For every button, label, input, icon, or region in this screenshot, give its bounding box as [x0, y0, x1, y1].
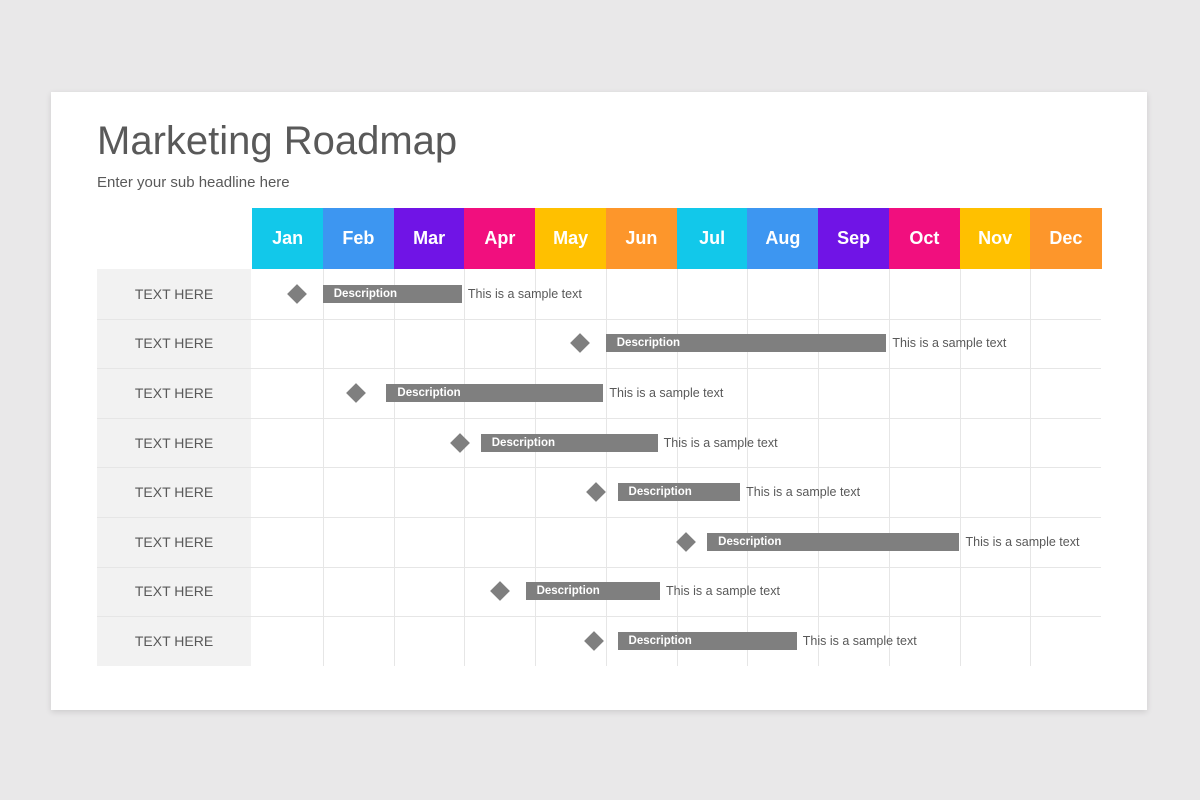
month-header-jul: Jul [676, 208, 748, 269]
grid-line [97, 417, 1101, 419]
page-subtitle: Enter your sub headline here [97, 174, 290, 191]
slide: Marketing Roadmap Enter your sub headlin… [51, 92, 1147, 710]
task-note: This is a sample text [609, 386, 724, 400]
task-note: This is a sample text [746, 485, 861, 500]
task-bar: Description [617, 632, 797, 650]
month-header-aug: Aug [747, 208, 819, 269]
grid-line [97, 318, 1101, 320]
task-bar: Description [707, 532, 960, 551]
row-label: TEXT HERE [134, 285, 214, 302]
milestone-marker [584, 631, 604, 651]
row-label: TEXT HERE [134, 583, 214, 600]
row-label: TEXT HERE [134, 434, 214, 451]
task-bar: Description [605, 334, 887, 353]
task-bar: Description [386, 384, 604, 402]
month-header-dec: Dec [1030, 208, 1102, 269]
milestone-marker [586, 482, 607, 503]
milestone-marker [449, 432, 470, 453]
task-note: This is a sample text [892, 336, 1007, 351]
task-note: This is a sample text [665, 584, 780, 599]
month-header-jan: Jan [252, 208, 324, 269]
task-note: This is a sample text [965, 534, 1080, 549]
month-header-mar: Mar [393, 208, 465, 269]
task-bar: Description [480, 433, 658, 452]
row-label: TEXT HERE [134, 533, 214, 550]
month-header-nov: Nov [959, 208, 1031, 269]
month-header-jun: Jun [605, 208, 677, 269]
milestone-marker [676, 531, 696, 552]
task-note: This is a sample text [802, 634, 917, 648]
month-header-oct: Oct [888, 208, 960, 269]
month-header-feb: Feb [322, 208, 394, 269]
milestone-marker [286, 283, 307, 304]
task-bar: Description [617, 483, 741, 502]
task-bar: Description [525, 582, 660, 601]
row-label: TEXT HERE [134, 335, 214, 352]
milestone-marker [345, 383, 366, 403]
page-title: Marketing Roadmap [97, 119, 458, 163]
task-bar: Description [322, 284, 462, 303]
grid-line [97, 566, 1101, 568]
milestone-marker [569, 333, 590, 354]
task-note: This is a sample text [467, 286, 582, 301]
month-header-sep: Sep [818, 208, 890, 269]
grid-line [97, 616, 1101, 618]
task-note: This is a sample text [663, 435, 778, 450]
row-label: TEXT HERE [134, 484, 214, 501]
row-label: TEXT HERE [134, 385, 214, 401]
grid-line [97, 517, 1101, 518]
month-header-may: May [535, 208, 607, 269]
month-header-apr: Apr [464, 208, 536, 269]
row-label: TEXT HERE [134, 633, 214, 649]
grid-line [97, 467, 1101, 469]
milestone-marker [489, 581, 510, 602]
grid-line [97, 368, 1101, 370]
